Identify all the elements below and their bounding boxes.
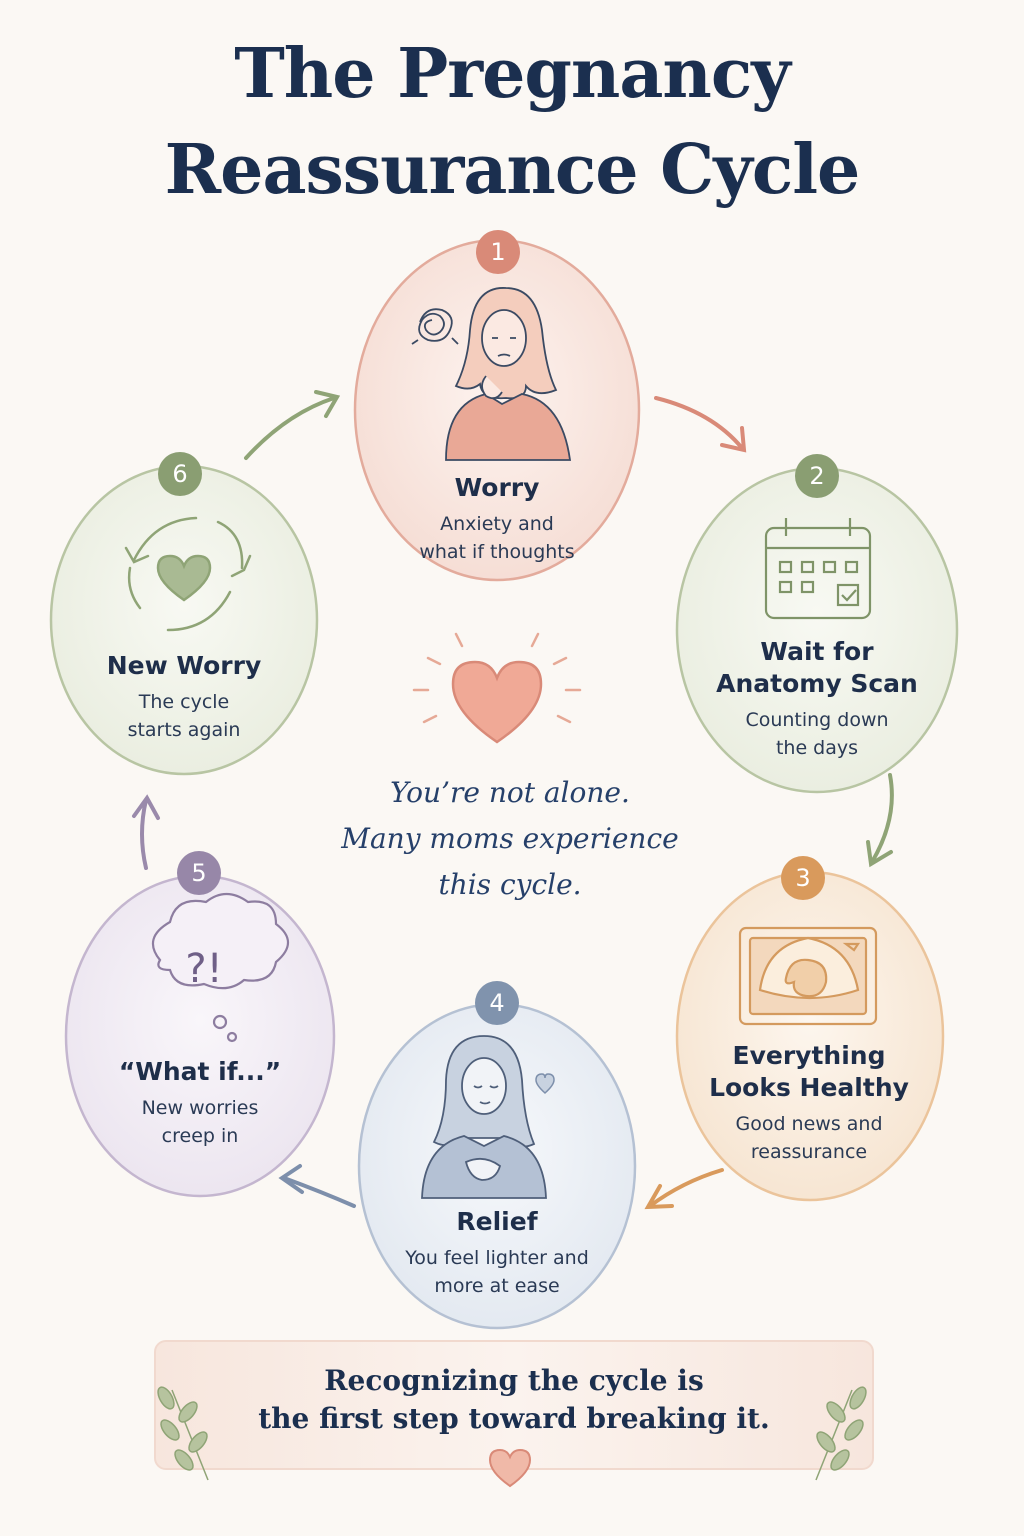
step-3-text: Everything Looks Healthy Good news and r…: [689, 1040, 929, 1166]
banner-line-1: Recognizing the cycle is: [324, 1364, 704, 1397]
arrow-6-to-1: [244, 390, 341, 460]
step-4-text: Relief You feel lighter and more at ease: [377, 1206, 617, 1300]
step-4-desc-line-2: more at ease: [434, 1275, 560, 1297]
arrow-1-to-2: [654, 396, 747, 453]
step-1-text: Worry Anxiety and what if thoughts: [397, 472, 597, 566]
worried-woman-icon: [445, 287, 572, 461]
step-2-text: Wait for Anatomy Scan Counting down the …: [697, 636, 937, 762]
step-3-title-line-2: Looks Healthy: [709, 1073, 909, 1102]
center-note-line-2: Many moms experience: [341, 822, 679, 855]
arrow-3-to-4: [644, 1168, 724, 1210]
step-2-desc-line-2: the days: [775, 737, 859, 759]
step-6-number: 6: [172, 460, 188, 488]
step-1-badge: [476, 230, 520, 274]
step-1-title: Worry: [454, 473, 540, 502]
step-6-desc-line-2: starts again: [127, 719, 241, 741]
center-note-line-1: You’re not alone.: [390, 776, 630, 809]
bottom-banner: Recognizing the cycle is the first step …: [154, 1340, 874, 1470]
cycle-arrows-heart-icon: [124, 516, 252, 632]
step-2-badge: [795, 454, 839, 498]
step-1-desc-line-1: Anxiety and: [440, 513, 554, 535]
step-4-desc-line-1: You feel lighter and: [405, 1247, 589, 1269]
arrow-2-to-3: [866, 773, 894, 868]
step-5-text: “What if...” New worries creep in: [90, 1056, 310, 1150]
step-5-number: 5: [191, 859, 207, 887]
step-4-title: Relief: [456, 1207, 538, 1236]
step-2-title-line-1: Wait for: [760, 637, 874, 666]
step-5-title: “What if...”: [118, 1057, 282, 1086]
step-2-title-line-2: Anatomy Scan: [716, 669, 918, 698]
step-3-desc-line-2: reassurance: [750, 1141, 868, 1163]
arrow-5-to-6: [132, 794, 160, 870]
small-heart-icon: [535, 1073, 555, 1095]
arrow-4-to-5: [278, 1164, 356, 1208]
step-4-badge: [475, 981, 519, 1025]
step-1-desc-line-2: what if thoughts: [419, 541, 575, 563]
step-5-badge: [177, 851, 221, 895]
thought-bubble-text: ?!: [185, 946, 222, 992]
page-title-line-1: The Pregnancy: [234, 34, 791, 114]
step-6-desc-line-1: The cycle: [138, 691, 230, 713]
step-6-title: New Worry: [106, 651, 262, 680]
center-note-line-3: this cycle.: [438, 868, 582, 901]
calm-woman-icon: [421, 1035, 547, 1199]
thought-bubble-icon: [151, 892, 290, 1043]
step-2-desc-line-1: Counting down: [745, 709, 889, 731]
step-6-text: New Worry The cycle starts again: [74, 650, 294, 744]
step-5-desc-line-2: creep in: [161, 1125, 239, 1147]
step-3-title-line-1: Everything: [732, 1041, 886, 1070]
step-3-badge: [781, 856, 825, 900]
step-3-number: 3: [795, 864, 811, 892]
calendar-icon: [764, 518, 872, 620]
ultrasound-icon: [738, 926, 878, 1026]
step-2-number: 2: [809, 462, 825, 490]
center-heart-icon: [412, 632, 582, 744]
center-note: You’re not alone. Many moms experience t…: [300, 770, 720, 908]
step-1-number: 1: [490, 238, 506, 266]
step-5-desc-line-1: New worries: [141, 1097, 259, 1119]
page-title-line-2: Reassurance Cycle: [164, 130, 861, 210]
banner-line-2: the first step toward breaking it.: [258, 1402, 770, 1435]
step-6-badge: [158, 452, 202, 496]
step-4-number: 4: [489, 989, 505, 1017]
tangled-thought-icon: [411, 308, 459, 345]
step-3-desc-line-1: Good news and: [735, 1113, 883, 1135]
